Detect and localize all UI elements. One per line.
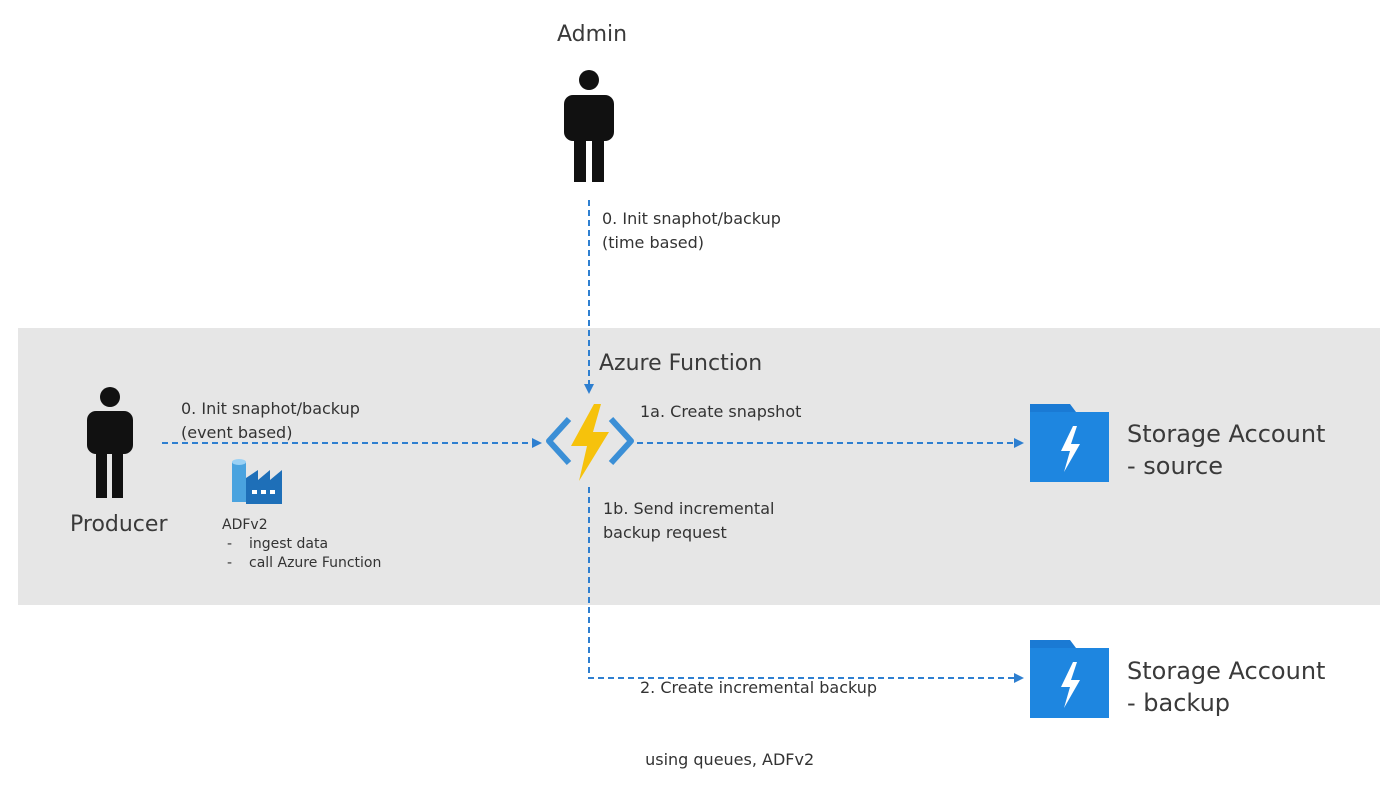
step-1a-label: 1a. Create snapshot — [640, 402, 802, 421]
azure-function-icon — [546, 404, 634, 481]
admin-arrow-label: 0. Init snaphot/backup (time based) — [602, 207, 781, 255]
storage-source-label-line2: - source — [1127, 452, 1223, 480]
adf-title: ADFv2 — [222, 517, 268, 533]
step-2-label-line2: using queues, ADFv2 — [640, 750, 815, 769]
producer-person-icon — [87, 387, 133, 498]
adf-item: -ingest data — [227, 536, 329, 552]
storage-backup-label-line1: Storage Account — [1127, 657, 1326, 685]
admin-label: Admin — [557, 22, 628, 47]
admin-arrow-label-line2: (time based) — [602, 233, 705, 252]
adf-item: -call Azure Function — [227, 555, 382, 571]
function-to-backup-arrow — [588, 487, 1024, 683]
step-1b-label-line1: 1b. Send incremental — [603, 499, 775, 518]
storage-backup-icon — [1030, 640, 1109, 718]
admin-arrow-label-line1: 0. Init snaphot/backup — [602, 209, 781, 228]
adf-block: ADFv2 -ingest data -call Azure Function — [222, 516, 381, 573]
producer-arrow-label: 0. Init snaphot/backup (event based) — [181, 397, 360, 445]
adf-data-factory-icon — [232, 459, 282, 504]
storage-backup-label: Storage Account - backup — [1127, 655, 1325, 719]
storage-source-icon — [1030, 404, 1109, 482]
step-2-label: 2. Create incremental backup using queue… — [640, 628, 877, 796]
step-1b-label-line2: backup request — [603, 523, 727, 542]
producer-label: Producer — [70, 512, 168, 537]
diagram-canvas — [87, 70, 1109, 718]
storage-source-label: Storage Account - source — [1127, 418, 1325, 482]
storage-backup-label-line2: - backup — [1127, 689, 1231, 717]
producer-arrow-label-line2: (event based) — [181, 423, 293, 442]
storage-source-label-line1: Storage Account — [1127, 420, 1326, 448]
azure-function-label: Azure Function — [599, 351, 763, 376]
step-1b-label: 1b. Send incremental backup request — [603, 497, 774, 545]
admin-person-icon — [564, 70, 614, 182]
step-2-label-line1: 2. Create incremental backup — [640, 678, 878, 697]
producer-arrow-label-line1: 0. Init snaphot/backup — [181, 399, 360, 418]
